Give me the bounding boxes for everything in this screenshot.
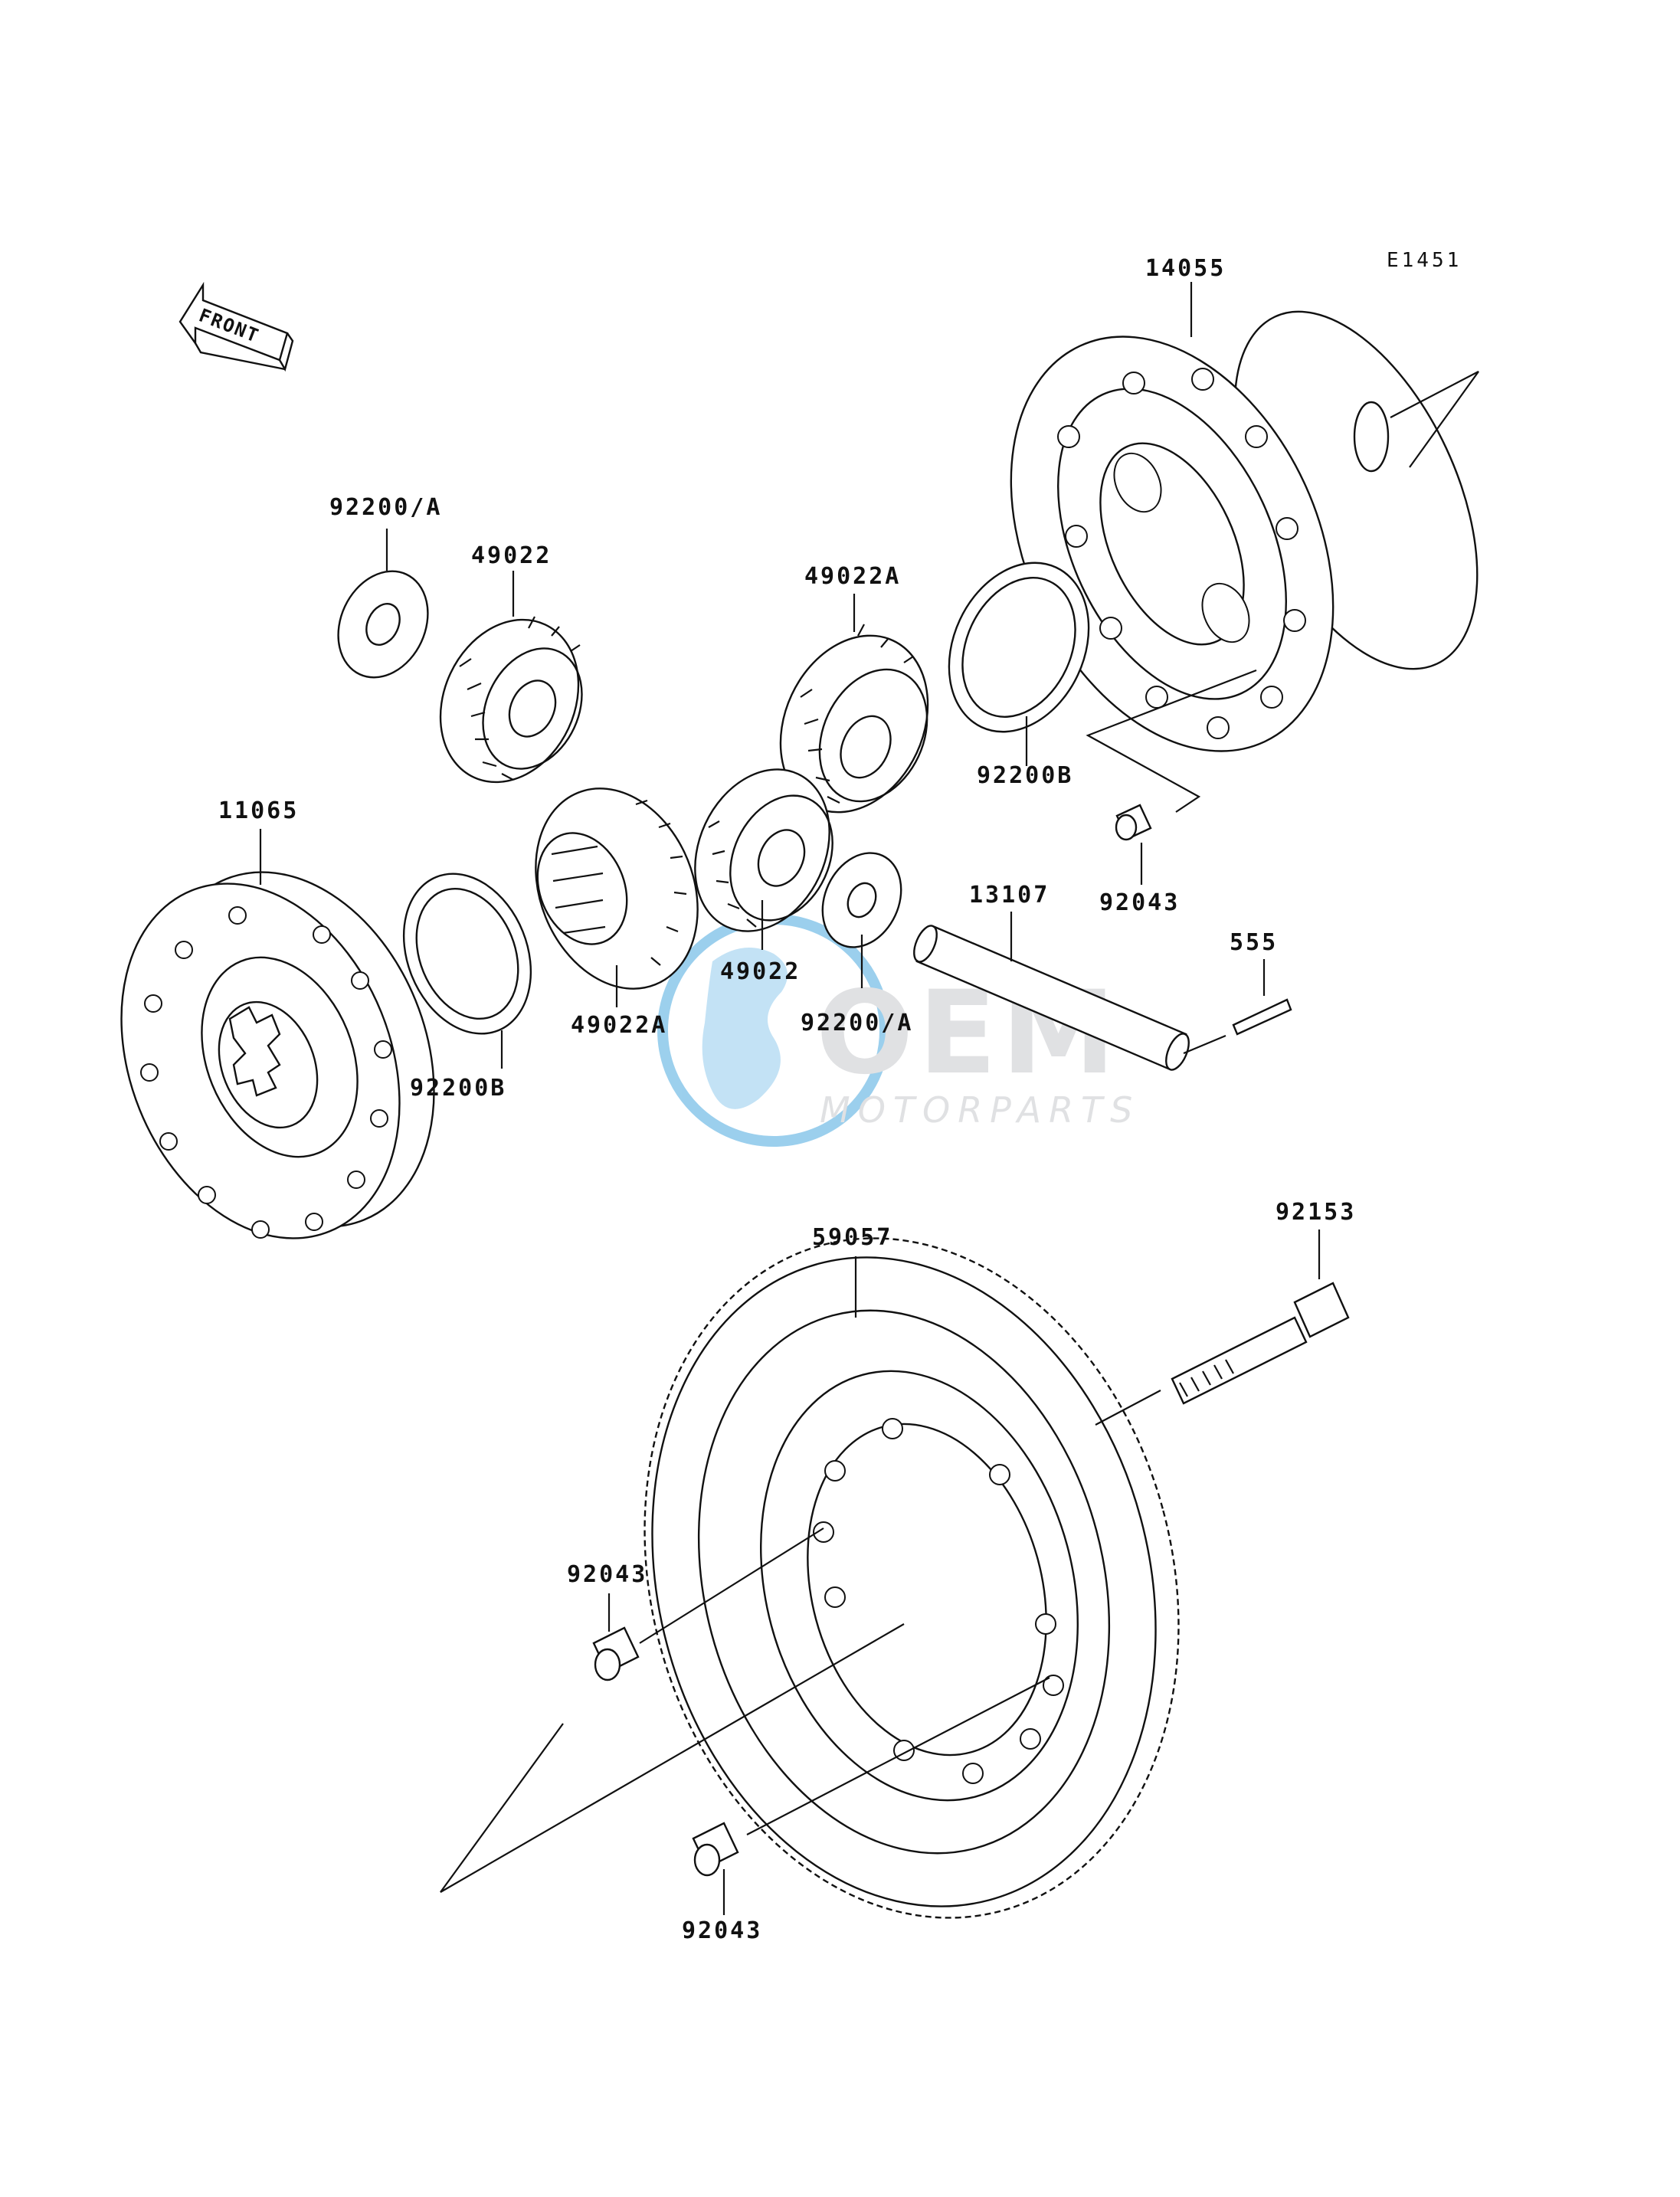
- side-gear-49022a-top: [779, 624, 929, 814]
- washer-92200a-mid: [821, 852, 902, 948]
- label-11065: 11065: [218, 797, 299, 824]
- label-555: 555: [1230, 929, 1278, 956]
- watermark-sub: MOTORPARTS: [820, 1089, 1140, 1131]
- label-13107: 13107: [969, 882, 1050, 909]
- spring-pin-555: [1232, 998, 1292, 1036]
- label-49022-top: 49022: [471, 542, 552, 569]
- axis-line-case: [1086, 669, 1257, 813]
- front-arrow-icon: FRONT: [178, 281, 294, 372]
- washer-92200a-top: [337, 570, 429, 679]
- label-59057: 59057: [812, 1224, 892, 1251]
- label-14055: 14055: [1145, 255, 1226, 282]
- dowel-pin-92043-upper: [1115, 804, 1152, 841]
- washer-92200b-right: [948, 562, 1090, 733]
- differential-cover-11065: [120, 871, 435, 1239]
- label-92200b-right: 92200B: [977, 762, 1073, 789]
- ring-gear-59057: [644, 1237, 1180, 1919]
- bolt-92153: [1171, 1282, 1350, 1405]
- label-92200b-left: 92200B: [410, 1075, 506, 1102]
- axis-line-right: [1390, 371, 1479, 468]
- label-92153: 92153: [1276, 1199, 1356, 1226]
- label-92200a-mid: 92200/A: [801, 1010, 913, 1036]
- label-49022a-mid: 49022A: [571, 1012, 667, 1039]
- pinion-shaft-13107: [913, 925, 1190, 1071]
- label-92043-upper: 92043: [1099, 889, 1180, 916]
- axis-line-bolt: [1095, 1390, 1161, 1426]
- dowel-pin-92043-left: [592, 1626, 640, 1681]
- axis-line-dowel-bottom: [746, 1677, 1050, 1835]
- label-92200a-top: 92200/A: [329, 494, 442, 521]
- label-49022a-top: 49022A: [804, 563, 901, 590]
- dowel-pin-92043-bottom: [692, 1822, 739, 1877]
- diagram-code: E1451: [1387, 249, 1462, 272]
- label-92043-left: 92043: [567, 1561, 647, 1588]
- label-92043-bottom: 92043: [682, 1917, 762, 1944]
- side-gear-49022a-mid: [535, 787, 699, 990]
- axis-line-bottom: [440, 1623, 905, 1893]
- pinion-gear-49022-mid: [694, 768, 833, 932]
- axis-line-dowel-left: [639, 1527, 824, 1644]
- pinion-gear-49022-top: [439, 616, 583, 784]
- label-49022-mid: 49022: [720, 958, 801, 985]
- differential-case-14055: [1010, 310, 1479, 752]
- leader-555-pin: [1183, 1034, 1226, 1055]
- washer-92200b-left: [402, 873, 532, 1035]
